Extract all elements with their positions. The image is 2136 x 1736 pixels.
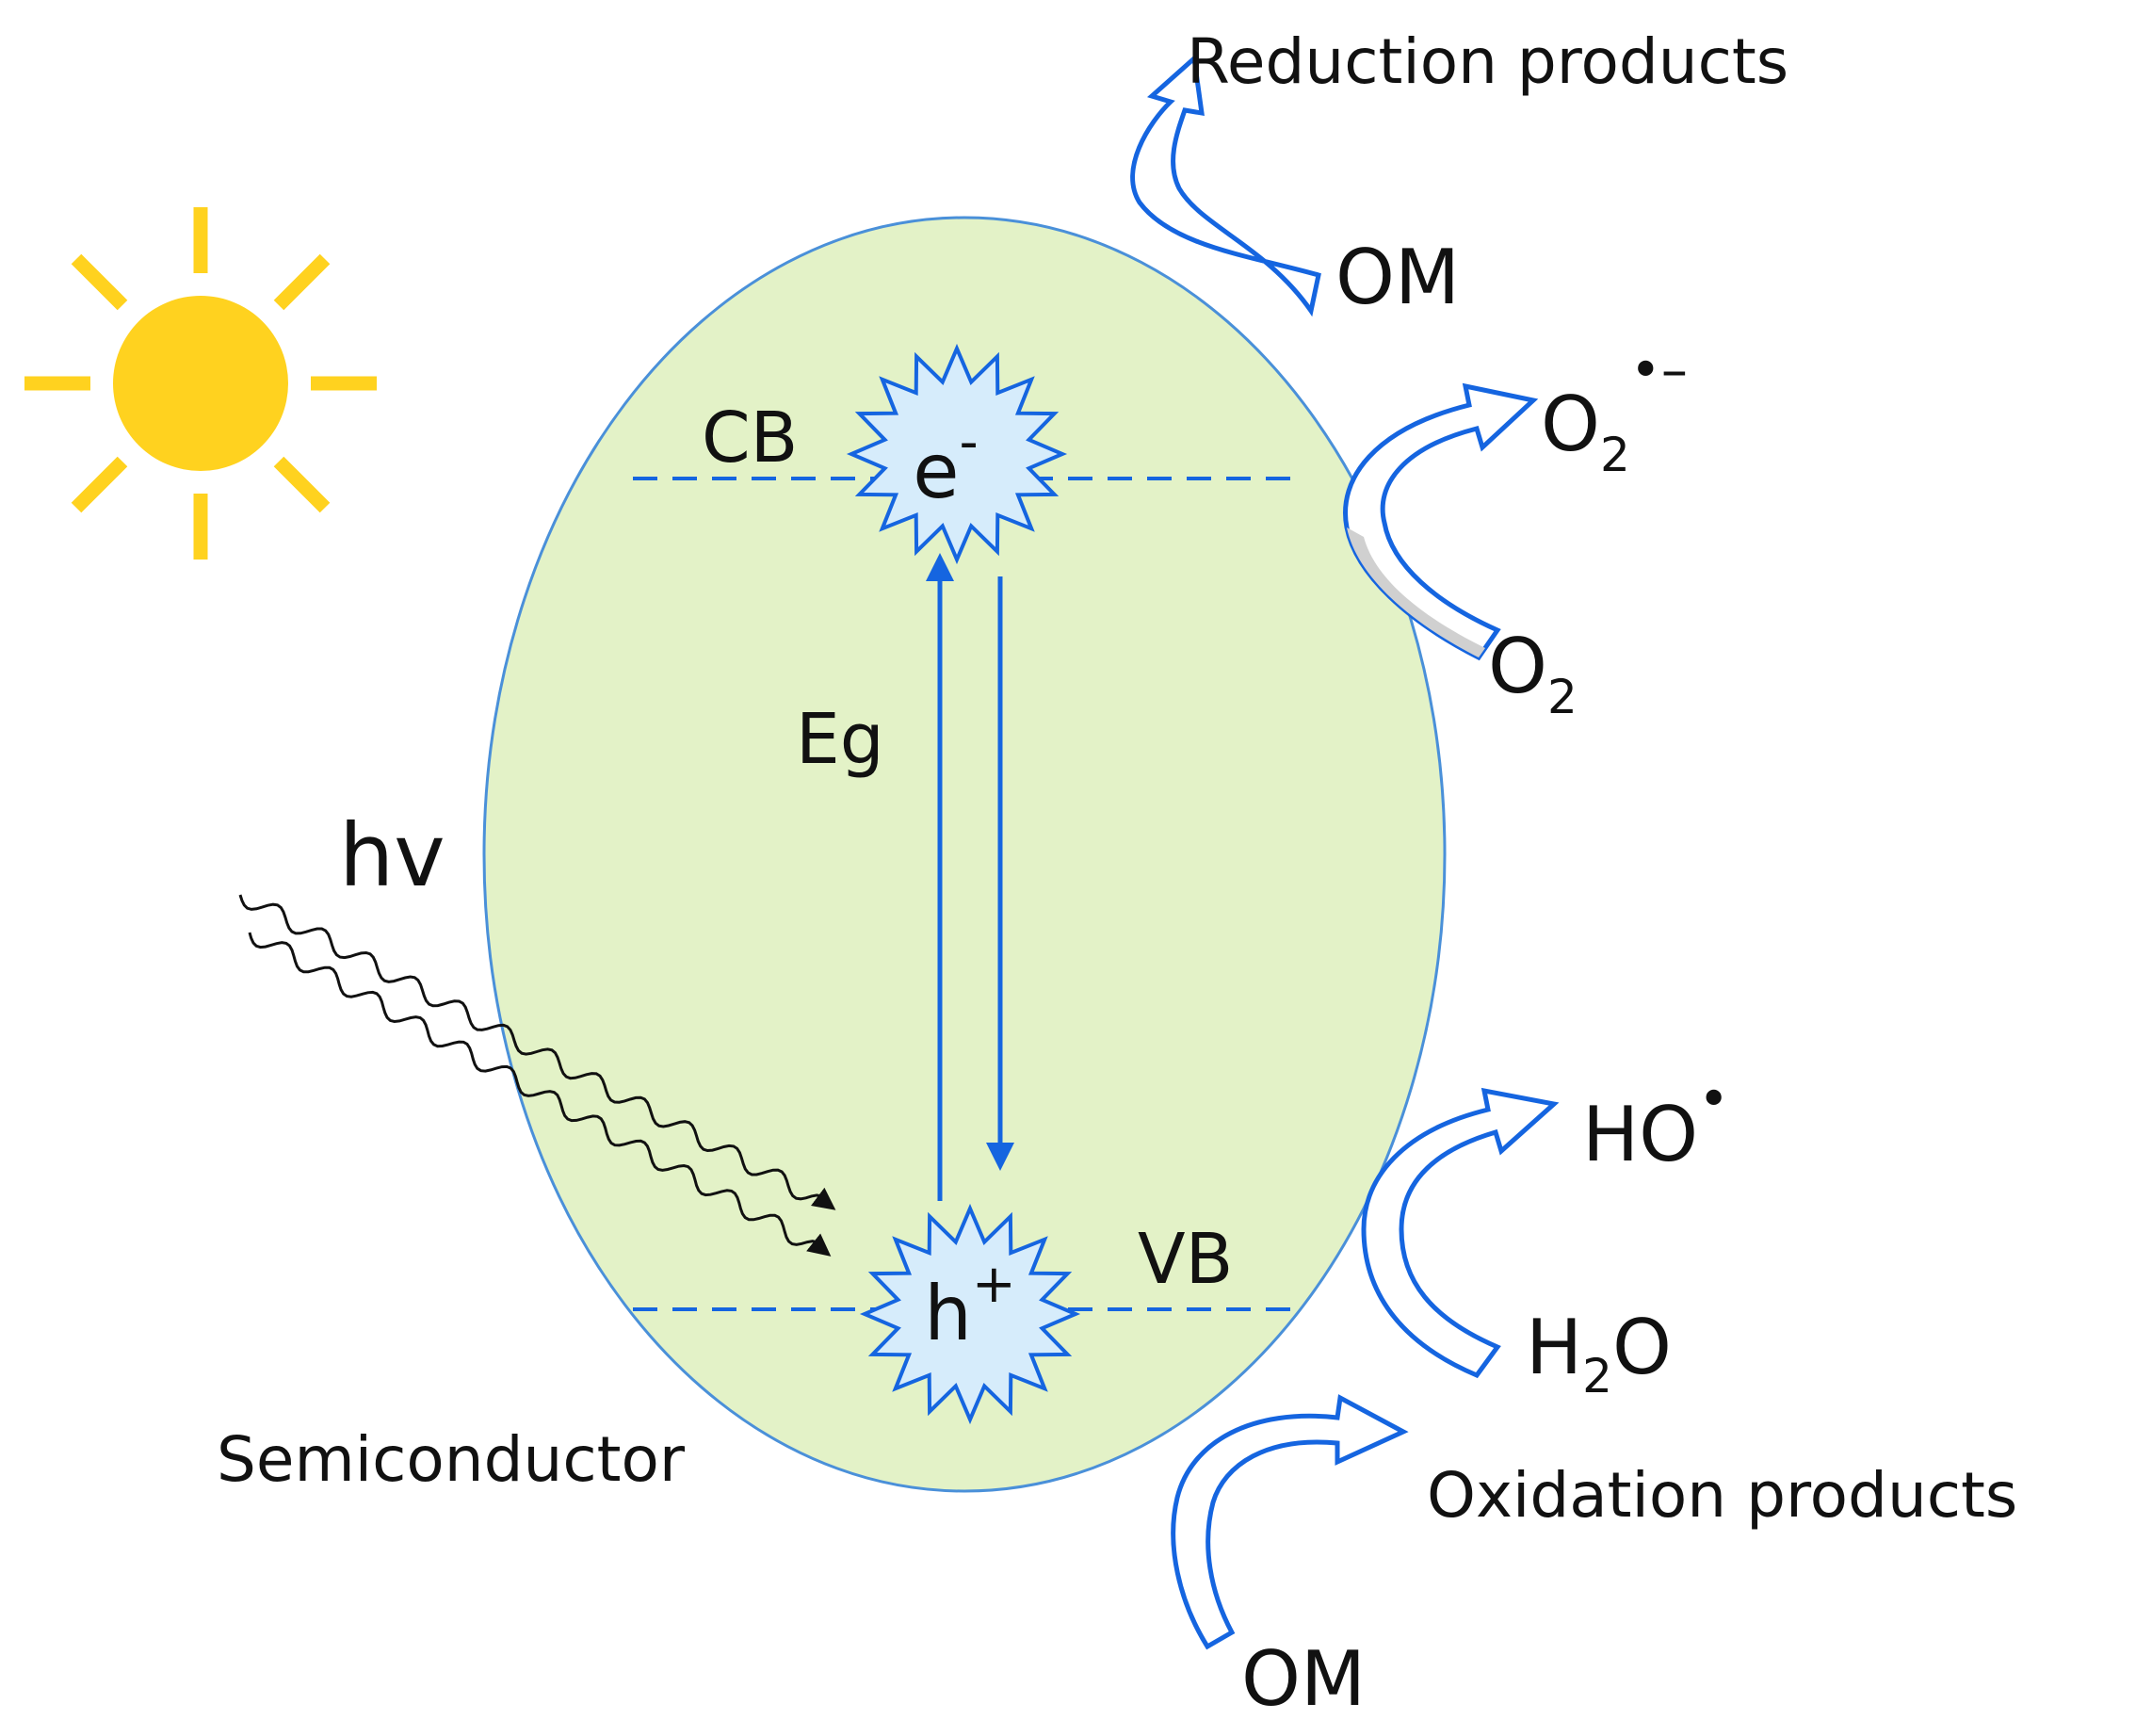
- o2-label: O2: [1488, 623, 1578, 724]
- hydroxyl-radical-label: HO•: [1582, 1069, 1729, 1178]
- eg-label: Eg: [796, 699, 884, 780]
- h2o-to-hydroxyl-arrow: [1361, 1087, 1560, 1379]
- water-label: H2O: [1526, 1304, 1672, 1403]
- electron-label: e-: [913, 412, 978, 515]
- oxidation-products-label: Oxidation products: [1427, 1459, 2017, 1532]
- sun-icon: [24, 207, 377, 560]
- cb-label: CB: [702, 397, 798, 479]
- hole-label: h+: [924, 1254, 1016, 1357]
- om-top-label: OM: [1335, 234, 1460, 321]
- o2-arrow-shading: [1347, 527, 1485, 657]
- hv-label: hv: [339, 805, 445, 906]
- semiconductor-particle: [482, 216, 1447, 1493]
- om-bottom-label: OM: [1241, 1635, 1366, 1723]
- electron-star-icon: [846, 343, 1068, 565]
- om-to-reduction-products-arrow: [1130, 54, 1321, 317]
- hole-star-icon: [859, 1203, 1081, 1425]
- vb-label: VB: [1138, 1219, 1233, 1300]
- superoxide-label: O2•–: [1541, 340, 1688, 482]
- reduction-products-label: Reduction products: [1187, 25, 1788, 98]
- om-to-oxidation-products-arrow: [1171, 1394, 1409, 1650]
- photon-wave-icon: [238, 894, 836, 1257]
- semiconductor-label: Semiconductor: [217, 1423, 686, 1496]
